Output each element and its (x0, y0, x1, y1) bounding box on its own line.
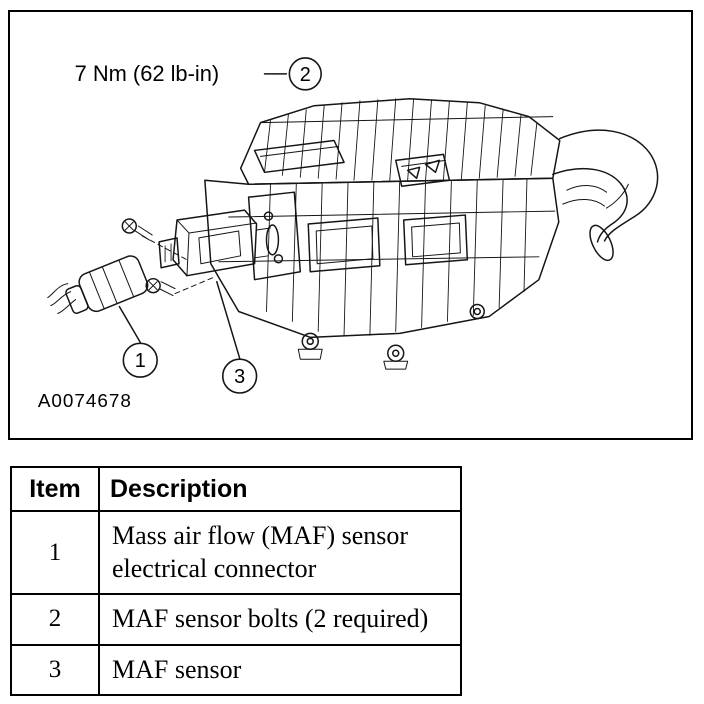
callout-1: 1 (122, 342, 158, 378)
table-row: 2 MAF sensor bolts (2 required) (10, 593, 462, 646)
item-number: 1 (10, 510, 100, 595)
leader-line-1 (118, 305, 141, 344)
air-cleaner-diagram: 1 2 3 7 Nm (62 lb-in) A0074678 (38, 57, 659, 412)
parts-table: Item Description 1 Mass air flow (MAF) s… (10, 466, 462, 696)
lower-housing (204, 177, 560, 370)
callout-3-number: 3 (234, 366, 245, 388)
item-number: 2 (10, 593, 100, 646)
column-header-description: Description (98, 466, 462, 512)
outlet-duct (552, 129, 659, 262)
air-cleaner-lid (239, 97, 561, 187)
table-row: 3 MAF sensor (10, 643, 462, 696)
callout-3: 3 (221, 358, 258, 394)
leader-line-3 (216, 280, 241, 359)
callout-2-number: 2 (300, 64, 311, 86)
table-header-row: Item Description (10, 466, 462, 512)
callout-1-number: 1 (135, 350, 146, 372)
table-row: 1 Mass air flow (MAF) sensor electrical … (10, 510, 462, 595)
air-cleaner-assembly (47, 73, 659, 370)
item-description: Mass air flow (MAF) sensor electrical co… (98, 510, 462, 595)
callout-2: 2 (288, 57, 322, 91)
maf-sensor (158, 209, 271, 277)
maf-bolt-lower (145, 277, 214, 297)
maf-electrical-connector (47, 255, 149, 314)
figure-frame: 1 2 3 7 Nm (62 lb-in) A0074678 (8, 10, 693, 440)
item-description: MAF sensor bolts (2 required) (98, 593, 462, 646)
column-header-item: Item (10, 466, 100, 512)
item-description: MAF sensor (98, 643, 462, 696)
figure-code: A0074678 (38, 391, 132, 412)
torque-label: 7 Nm (62 lb-in) (75, 61, 220, 86)
item-number: 3 (10, 643, 100, 696)
maf-bolt-upper (121, 218, 188, 261)
